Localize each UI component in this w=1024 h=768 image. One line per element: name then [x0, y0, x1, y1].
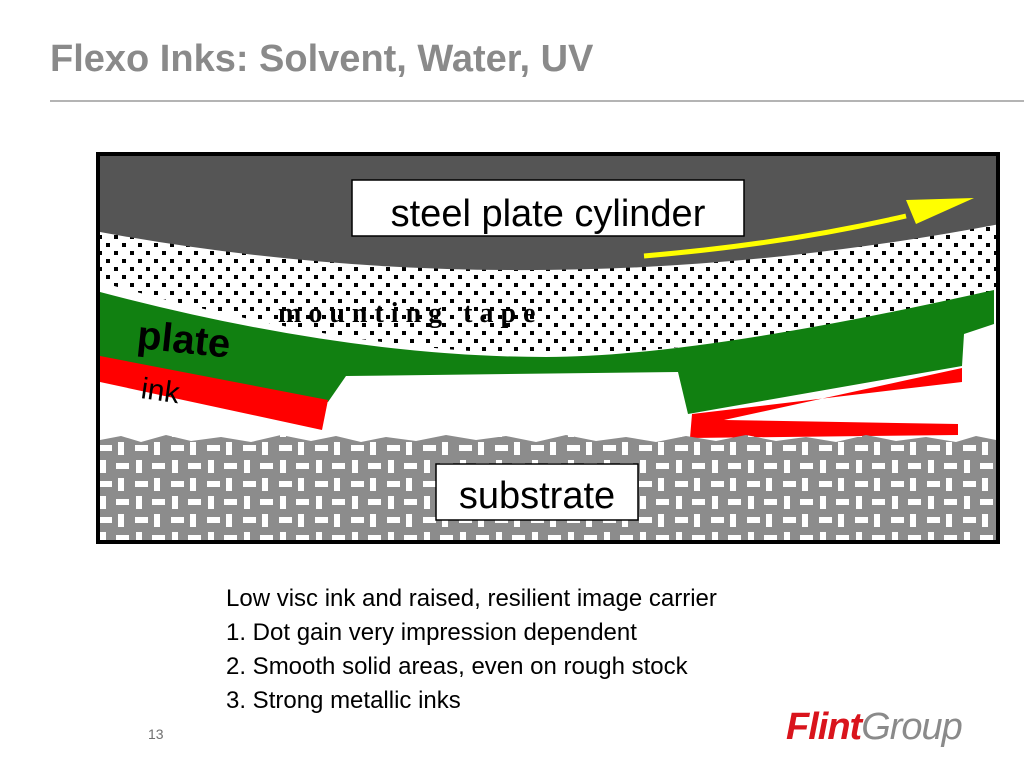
caption-line: Low visc ink and raised, resilient image…: [226, 585, 717, 612]
flexo-diagram: steel plate cylinder m o u n t i n g t a…: [96, 152, 1000, 544]
logo-group-text: Group: [861, 706, 963, 748]
ink-layer-right: [690, 368, 962, 438]
caption-line: 2. Smooth solid areas, even on rough sto…: [226, 653, 688, 680]
cylinder-label-box: [351, 179, 745, 237]
plate-label: plate: [135, 313, 232, 367]
rotation-arrowhead-icon: [906, 198, 974, 224]
page-number: 13: [148, 726, 164, 742]
ink-label: ink: [139, 372, 183, 410]
rotation-arrow-icon: [643, 213, 907, 259]
mounting-tape: [100, 220, 996, 355]
mounting-tape-label: m o u n t i n g t a p e: [278, 298, 535, 329]
slide-title: Flexo Inks: Solvent, Water, UV: [50, 38, 594, 80]
substrate-label-box: [435, 463, 639, 521]
caption-line: 3. Strong metallic inks: [226, 687, 461, 714]
caption-line: 1. Dot gain very impression dependent: [226, 619, 637, 646]
diagram-frame: [96, 152, 1000, 544]
title-divider: [50, 100, 1024, 102]
logo-flint-text: Flint: [786, 706, 862, 748]
flint-group-logo: FlintGroup: [786, 706, 986, 754]
cylinder-label: steel plate cylinder: [391, 193, 706, 235]
printing-plate: [100, 290, 994, 414]
caption-text: Low visc ink and raised, resilient image…: [226, 582, 926, 718]
ink-layer-left: [100, 356, 328, 430]
substrate-label: substrate: [459, 475, 615, 517]
